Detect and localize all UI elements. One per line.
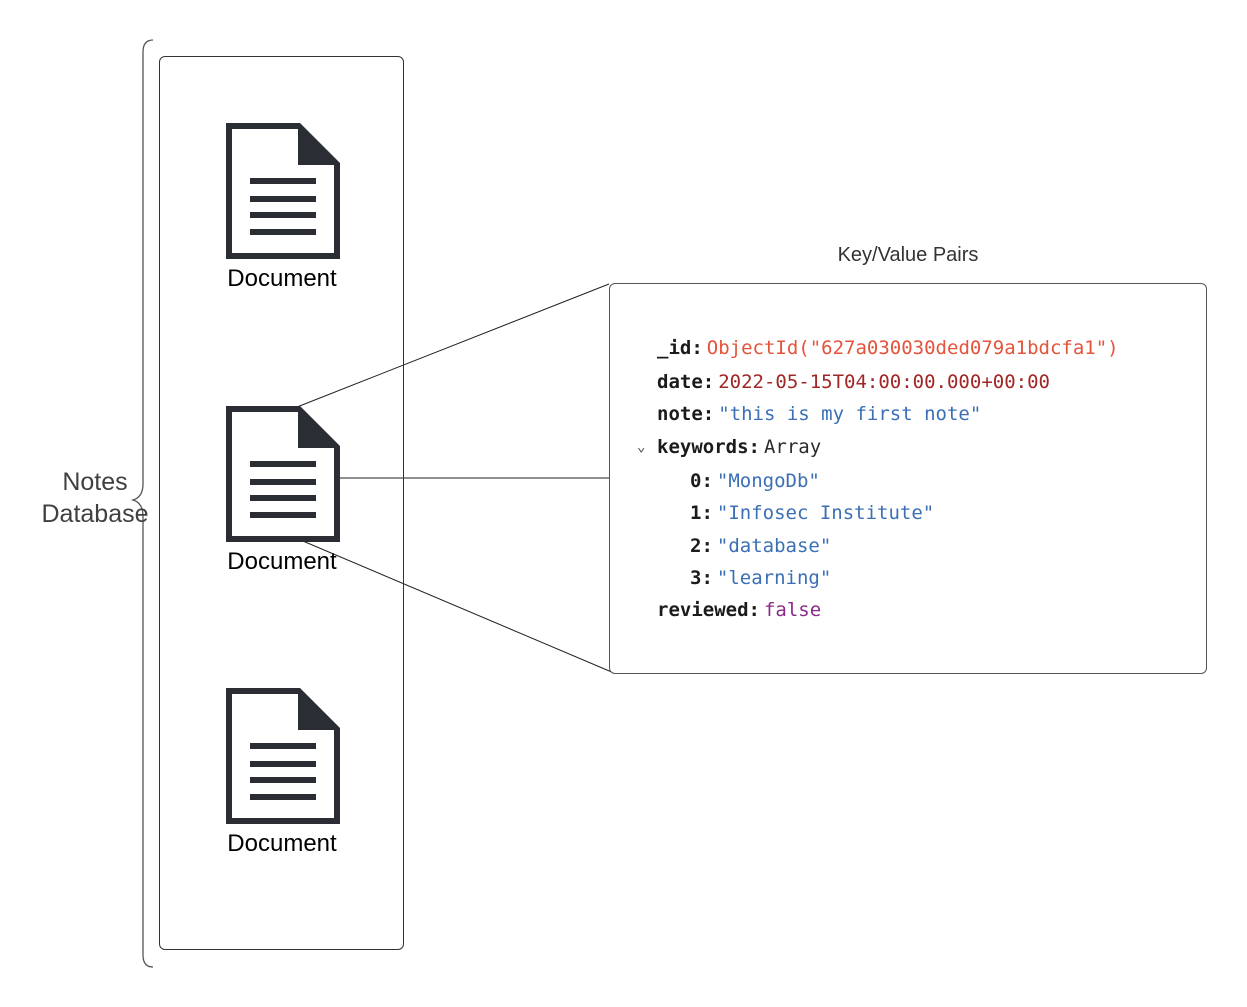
chevron-down-icon[interactable]: ⌄ xyxy=(637,439,646,455)
document-label: Document xyxy=(227,830,337,857)
document-label: Document xyxy=(227,548,337,575)
field-date: date:2022-05-15T04:00:00.000+00:00 xyxy=(657,371,1050,393)
document-icon xyxy=(226,406,340,542)
field-note: note:"this is my first note" xyxy=(657,403,982,425)
document-icon xyxy=(226,123,340,259)
field-key: note xyxy=(657,403,703,425)
document-item: Document xyxy=(212,123,352,293)
document-item: Document xyxy=(212,688,352,858)
array-index: 3 xyxy=(690,567,702,589)
field-key: date xyxy=(657,371,703,393)
field-value: Array xyxy=(763,436,822,458)
field-keywords[interactable]: ⌄ keywords:Array xyxy=(637,436,822,458)
array-item: 1:"Infosec Institute" xyxy=(690,502,935,524)
notes-database-label: Notes Database xyxy=(20,466,170,530)
document-label: Document xyxy=(227,265,337,292)
array-index: 2 xyxy=(690,535,702,557)
array-value: "learning" xyxy=(716,567,832,589)
database-label-line1: Notes xyxy=(62,468,128,496)
field-key: _id xyxy=(657,337,692,359)
key-value-panel: _id:ObjectId("627a030030ded079a1bdcfa1")… xyxy=(609,283,1207,674)
key-value-title: Key/Value Pairs xyxy=(837,244,979,266)
array-index: 1 xyxy=(690,502,702,524)
array-item: 3:"learning" xyxy=(690,567,832,589)
array-item: 0:"MongoDb" xyxy=(690,470,820,492)
field-reviewed: reviewed:false xyxy=(657,599,822,621)
array-item: 2:"database" xyxy=(690,535,832,557)
field-key: keywords xyxy=(657,436,749,458)
field-value: false xyxy=(763,599,822,621)
field-key: reviewed xyxy=(657,599,749,621)
field-value: 2022-05-15T04:00:00.000+00:00 xyxy=(718,371,1050,393)
array-index: 0 xyxy=(690,470,702,492)
document-item: Document xyxy=(212,406,352,576)
database-label-line2: Database xyxy=(41,500,149,528)
array-value: "database" xyxy=(716,535,832,557)
notes-database-container xyxy=(159,56,404,950)
field-value: ObjectId("627a030030ded079a1bdcfa1") xyxy=(706,337,1119,359)
field-value: "this is my first note" xyxy=(718,403,982,425)
array-value: "Infosec Institute" xyxy=(716,502,935,524)
field-id: _id:ObjectId("627a030030ded079a1bdcfa1") xyxy=(657,337,1119,359)
document-icon xyxy=(226,688,340,824)
array-value: "MongoDb" xyxy=(716,470,820,492)
